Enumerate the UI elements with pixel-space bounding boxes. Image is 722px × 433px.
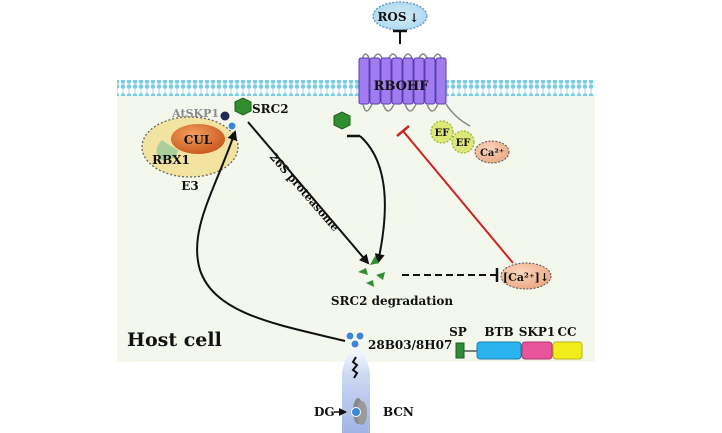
domain-cc [552,341,583,360]
rbx1-label: RBX1 [152,153,190,167]
cul-subunit [171,124,225,154]
rbohf-inhibits-ros [393,29,407,44]
src2-label: SRC2 [252,102,289,116]
cul-label: CUL [184,133,213,147]
domain-sp [455,342,465,359]
arrow-effector-to-e3 [196,130,346,342]
src2-degradation-label: SRC2 degradation [331,294,454,308]
rbohf-label: RBOHF [374,79,430,94]
bcn-label: BCN [383,405,414,419]
effector-bound-dot [227,121,237,131]
ef-hand-2: EF [451,130,475,154]
plasma-membrane [117,80,595,96]
domain-btb-label: BTB [484,325,513,339]
domain-skp1 [521,341,553,360]
ef-hand-2-label: EF [456,138,471,149]
calcium-ion-bound: Ca²⁺ [474,140,510,164]
src2-fragments [358,256,385,287]
atskp1-label: AtSKP1 [171,107,219,120]
arrow-to-degradation-right [359,135,386,264]
atskp1-dot [220,111,230,121]
low-calcium-label: [Ca²⁺]↓ [503,271,549,284]
domain-skp1-label: SKP1 [519,325,555,339]
ros-label: ROS [377,10,406,24]
ef-hand-1-label: EF [435,128,450,139]
calcium-bound-label: Ca²⁺ [480,148,504,159]
ros-node: ROS ↓ [372,1,428,31]
effector-label: 28B03/8H07 [368,338,452,352]
effector-dots [345,331,365,349]
degradation-lowers-calcium [402,268,499,282]
domain-sp-label: SP [449,325,467,339]
domain-architecture: SP BTB SKP1 CC [449,325,583,360]
domain-btb [476,341,522,360]
ef-hand-1: EF [430,120,454,144]
src2-protein: SRC2 [234,97,289,116]
host-cell-label: Host cell [127,329,222,351]
arrow-src2-to-degradation [247,121,370,265]
calcium-inhibits-rbohf [396,125,514,264]
low-calcium-node: [Ca²⁺]↓ [500,262,552,290]
e3-ligase-complex: CUL RBX1 E3 [141,116,239,193]
ros-down-arrow: ↓ [409,11,419,25]
src2-protein-2 [333,111,351,130]
nematode-bcn [342,344,370,433]
domain-cc-label: CC [557,325,576,339]
rbohf-protein: RBOHF [358,53,471,127]
dg-label: DG [314,405,335,419]
e3-label: E3 [181,179,199,193]
